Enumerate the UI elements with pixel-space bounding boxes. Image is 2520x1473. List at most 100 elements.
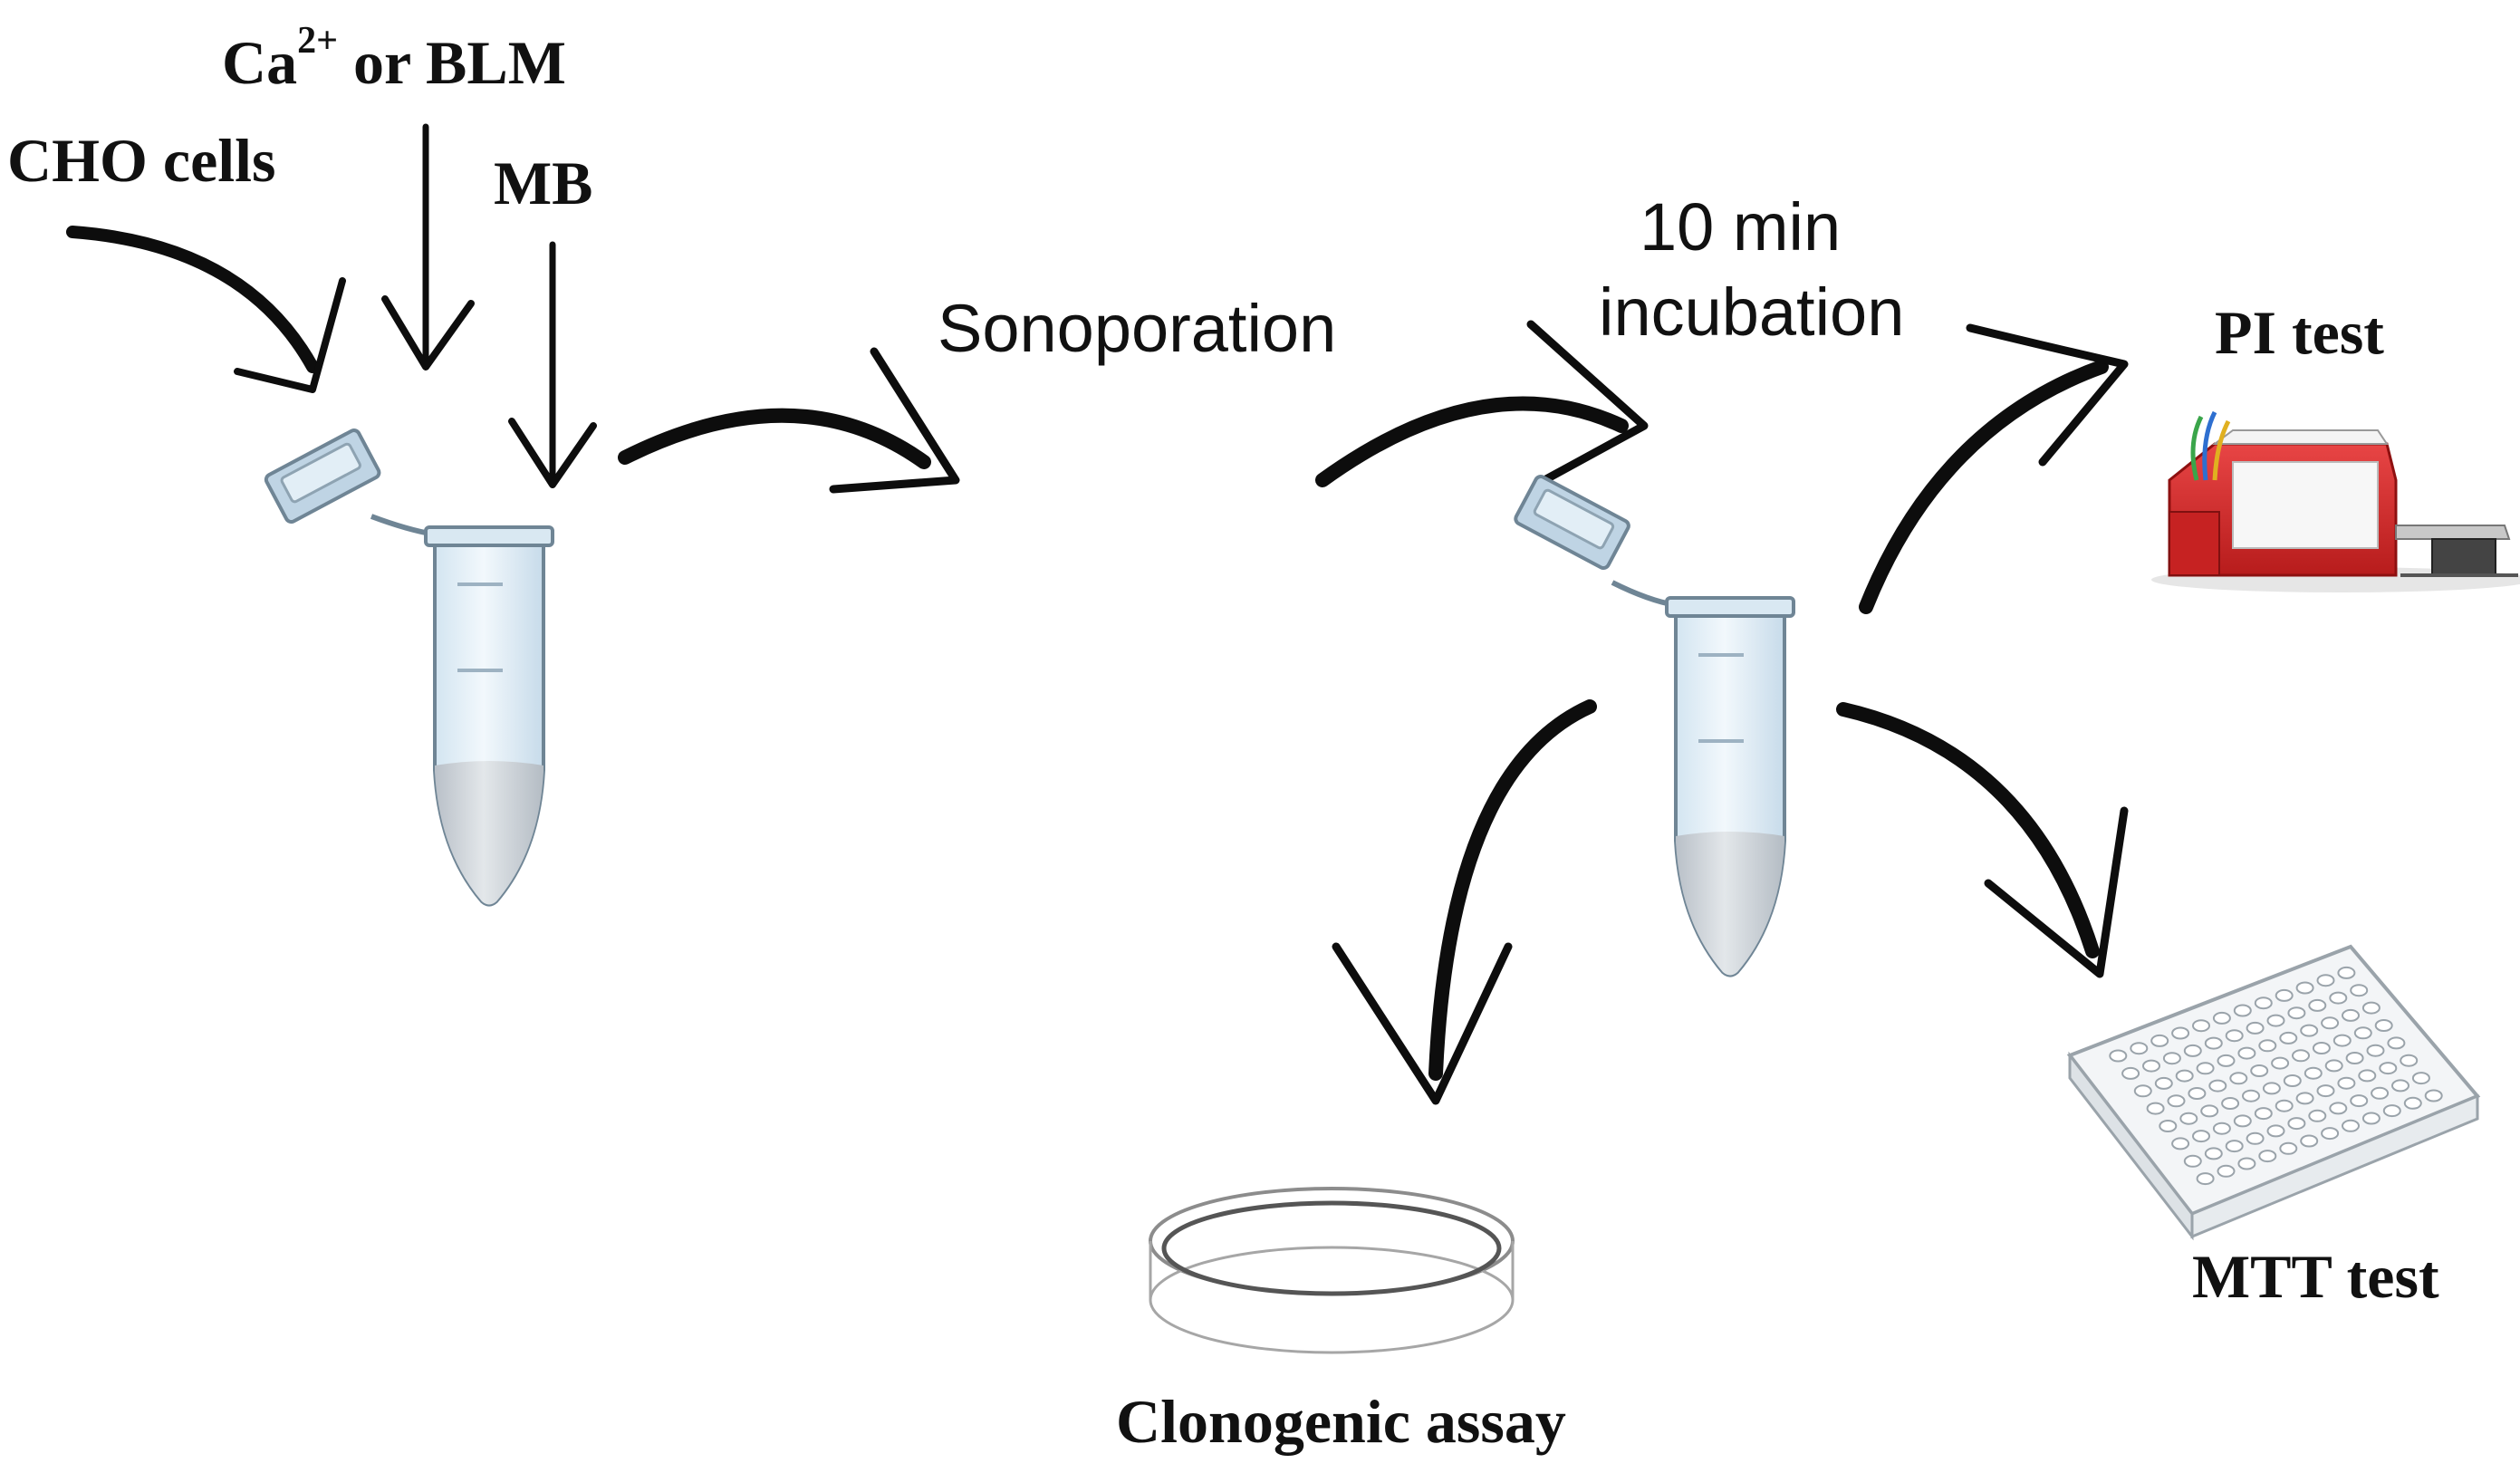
clonogenic-assay-label: Clonogenic assay [1116,1387,1566,1456]
well [2316,1084,2335,1098]
well [2204,1036,2223,1050]
incubation-arrow [1315,320,1649,487]
well [2188,1087,2207,1100]
well [2171,1026,2190,1040]
well [2424,1089,2443,1102]
tube-left-icon [264,428,554,907]
well [2350,1094,2369,1108]
well [2321,1127,2340,1141]
well [2212,1011,2231,1025]
or-blm-label: or BLM [338,28,566,97]
well [2133,1084,2152,1098]
well [2411,1072,2430,1085]
well [2304,1066,2323,1080]
well [2121,1066,2140,1080]
well [2353,1026,2372,1040]
well [2337,1076,2356,1090]
well [2258,1039,2277,1053]
well [2391,1079,2409,1093]
well [2403,1096,2422,1110]
tube-left-cap [264,428,381,525]
well [2242,1089,2260,1102]
well [2300,1024,2319,1037]
mb-label: MB [494,149,593,217]
well [2179,1112,2198,1125]
well [2246,1131,2265,1145]
well [2212,1122,2231,1135]
incubation-label: incubation [1599,274,1904,350]
flow-cytometer-icon [2151,410,2520,592]
ca-label: Ca [222,28,297,97]
mb-arrow [508,241,597,488]
well [2279,1031,2298,1045]
ca-superscript: 2+ [297,20,338,62]
well [2229,1072,2248,1085]
well [2254,996,2273,1010]
well [2329,1102,2348,1115]
well [2246,1021,2265,1035]
well [2329,991,2348,1005]
well [2337,966,2356,979]
well [2204,1147,2223,1160]
incubation-time-label: 10 min [1640,189,1841,265]
well [2237,1046,2256,1060]
well [2109,1049,2128,1063]
well [2171,1137,2190,1150]
well [2283,1074,2302,1087]
well [2192,1019,2210,1033]
well [2382,1104,2401,1118]
well [2233,1004,2252,1017]
well [2217,1054,2236,1067]
tube-right-cap [1514,475,1630,571]
well [2175,1069,2194,1083]
well [2196,1062,2215,1075]
well-plate-icon [2066,944,2481,1241]
well [2308,998,2327,1012]
well [2254,1107,2273,1121]
well [2262,1082,2281,1095]
well [2217,1164,2236,1178]
well [2183,1154,2202,1168]
well [2366,1044,2385,1057]
well [2159,1120,2178,1132]
cho-cells-arrow [66,226,346,393]
well [2167,1094,2186,1108]
well [2150,1034,2169,1047]
pi-test-arrow [1859,323,2129,614]
well [2361,1112,2381,1125]
ca-blm-arrow [381,123,475,371]
well [2400,1054,2419,1067]
well [2225,1029,2244,1043]
well [2374,1019,2393,1032]
well [2361,1001,2381,1015]
well [2130,1042,2149,1055]
well [2371,1086,2390,1100]
mtt-test-arrow [1836,702,2129,978]
well [2295,981,2314,995]
pi-test-label: PI test [2215,298,2384,367]
well [2379,1062,2398,1075]
well [2287,1006,2306,1020]
well [2342,1119,2360,1132]
tube-right-icon [1514,475,1795,977]
well [2200,1104,2219,1118]
well [2146,1102,2165,1115]
well [2350,984,2369,997]
well [2266,1014,2285,1027]
well [2308,1109,2327,1122]
petri-dish-icon [1149,1187,1515,1354]
well [2250,1064,2269,1077]
well [2237,1157,2256,1170]
ca-blm-label: Ca2+ or BLM [222,20,566,97]
well [2295,1092,2314,1105]
cho-cells-label: CHO cells [7,126,276,195]
well [2162,1052,2181,1065]
well [2275,988,2294,1002]
well [2196,1172,2215,1186]
sonoporation-label: Sonoporation [938,291,1336,366]
mtt-test-label: MTT test [2192,1242,2439,1311]
well [2387,1036,2406,1050]
well [2300,1134,2319,1148]
well [2258,1150,2277,1163]
